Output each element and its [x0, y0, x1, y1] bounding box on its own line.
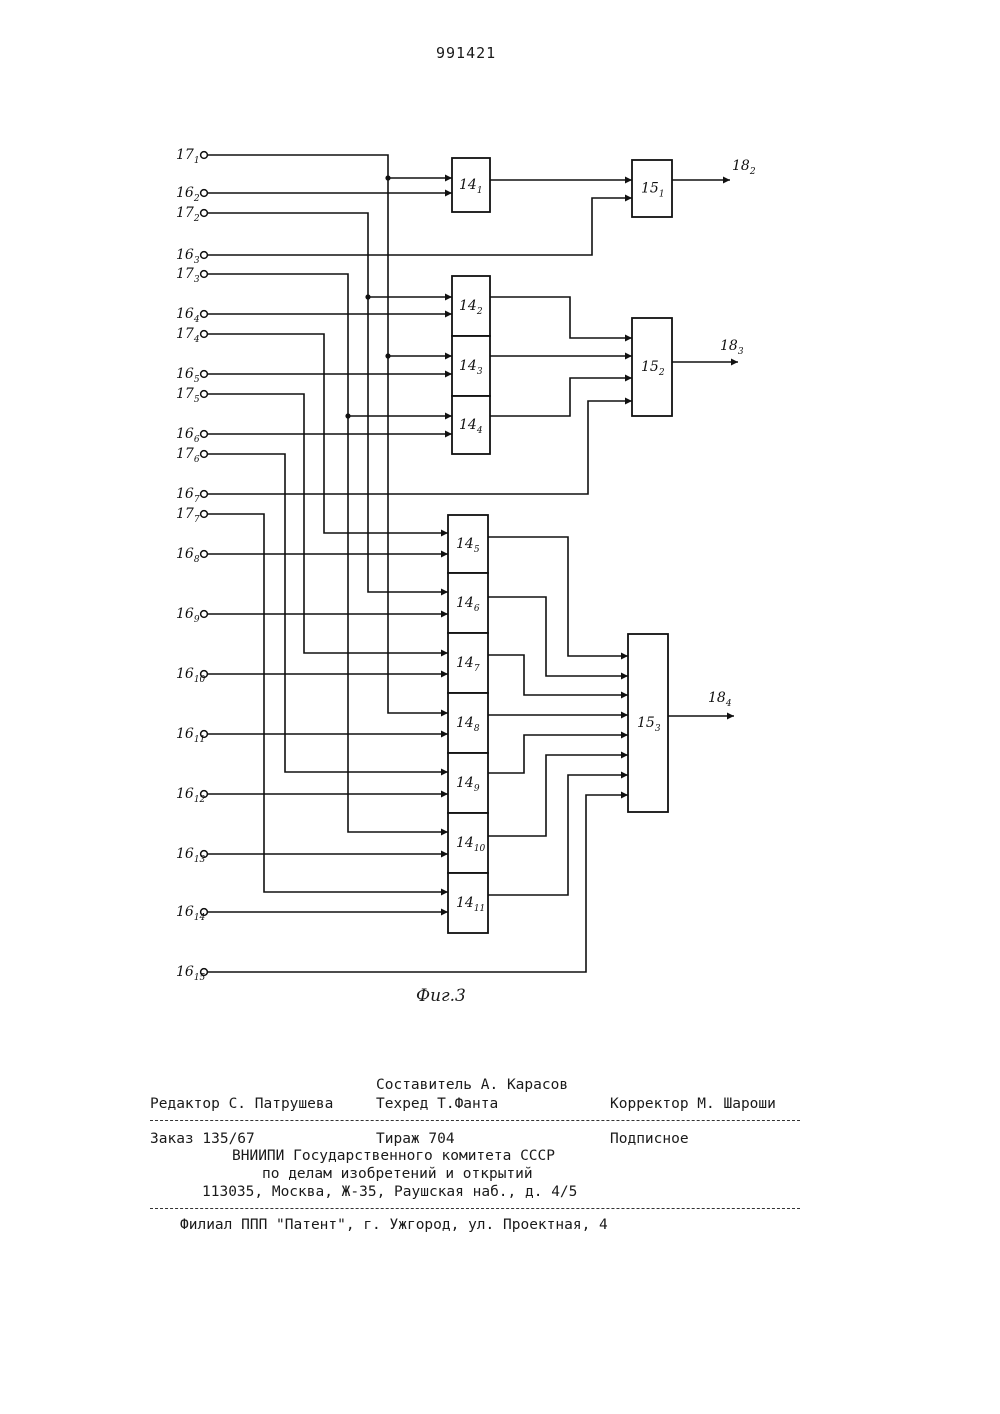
input-terminal [201, 152, 208, 159]
input-label-17-1: 171 [176, 147, 200, 166]
input-terminal [201, 331, 208, 338]
input-label-17-3: 173 [176, 266, 200, 285]
junction-dot [385, 353, 390, 358]
imprint-org-line2: по делам изобретений и открытий [262, 1165, 533, 1183]
wire-17-6 [208, 454, 448, 772]
input-terminal [201, 451, 208, 458]
input-label-16-7: 167 [176, 486, 200, 505]
input-label-16-6: 166 [176, 426, 200, 445]
wire-16-3 [208, 198, 632, 255]
imprint-branch: Филиал ППП "Патент", г. Ужгород, ул. Про… [180, 1216, 608, 1234]
junction-dot [385, 175, 390, 180]
imprint-circulation: Тираж 704 [376, 1130, 455, 1148]
wire-17-7 [208, 514, 448, 892]
output-label-18-2: 182 [732, 158, 756, 177]
imprint-compiler: Составитель А. Карасов [376, 1076, 568, 1094]
input-label-16-9: 169 [176, 606, 200, 625]
wire-14-11-out [488, 775, 628, 895]
input-label-16-12: 1612 [176, 786, 206, 805]
input-label-17-2: 172 [176, 205, 200, 224]
input-label-16-3: 163 [176, 247, 200, 266]
input-terminal [201, 190, 208, 197]
figure-caption: Фиг.3 [416, 986, 466, 1006]
input-terminal [201, 371, 208, 378]
wire-17-3 [208, 274, 448, 832]
imprint-subscription: Подписное [610, 1130, 689, 1148]
imprint-editor: Редактор С. Патрушева [150, 1095, 333, 1113]
input-label-17-4: 174 [176, 326, 200, 345]
wire-14-6-out [488, 597, 628, 676]
imprint-org-line3: 113035, Москва, Ж-35, Раушская наб., д. … [202, 1183, 577, 1201]
input-label-17-5: 175 [176, 386, 200, 405]
wire-14-9-out [488, 735, 628, 773]
divider-1 [150, 1120, 800, 1121]
input-terminal [201, 551, 208, 558]
input-label-17-6: 176 [176, 446, 200, 465]
wire-14-7-out [488, 655, 628, 695]
wire-16-15 [208, 795, 628, 972]
imprint-corrector: Корректор М. Шароши [610, 1095, 776, 1113]
input-label-16-11: 1611 [176, 726, 205, 745]
input-terminal [201, 511, 208, 518]
input-label-16-14: 1614 [176, 904, 206, 923]
input-label-16-10: 1610 [176, 666, 206, 685]
input-label-16-5: 165 [176, 366, 200, 385]
imprint-org-line1: ВНИИПИ Государственного комитета СССР [232, 1147, 555, 1165]
wire-14-2-out [490, 297, 632, 338]
input-label-16-15: 1615 [176, 964, 206, 983]
input-terminal [201, 431, 208, 438]
input-label-17-7: 177 [176, 506, 200, 525]
circuit-diagram: 171 162172 163173 164174 165175 166176 167177 1… [0, 0, 1000, 1000]
wire-17-2 [208, 213, 448, 592]
wire-14-4-out [490, 378, 632, 416]
input-label-16-13: 1613 [176, 846, 206, 865]
imprint-order: Заказ 135/67 [150, 1130, 255, 1148]
output-label-18-3: 183 [720, 338, 744, 357]
input-terminal [201, 611, 208, 618]
input-terminal [201, 210, 208, 217]
input-terminal [201, 391, 208, 398]
input-terminal [201, 252, 208, 259]
divider-2 [150, 1208, 800, 1209]
input-terminal [201, 271, 208, 278]
output-label-18-4: 184 [708, 690, 732, 709]
input-label-16-8: 168 [176, 546, 200, 565]
imprint-techred: Техред Т.Фанта [376, 1095, 498, 1113]
junction-dot [365, 294, 370, 299]
input-terminal [201, 311, 208, 318]
wire-16-7 [208, 401, 632, 494]
input-label-16-4: 164 [176, 306, 200, 325]
input-label-16-2: 162 [176, 185, 200, 204]
input-terminal [201, 491, 208, 498]
junction-dot [345, 413, 350, 418]
